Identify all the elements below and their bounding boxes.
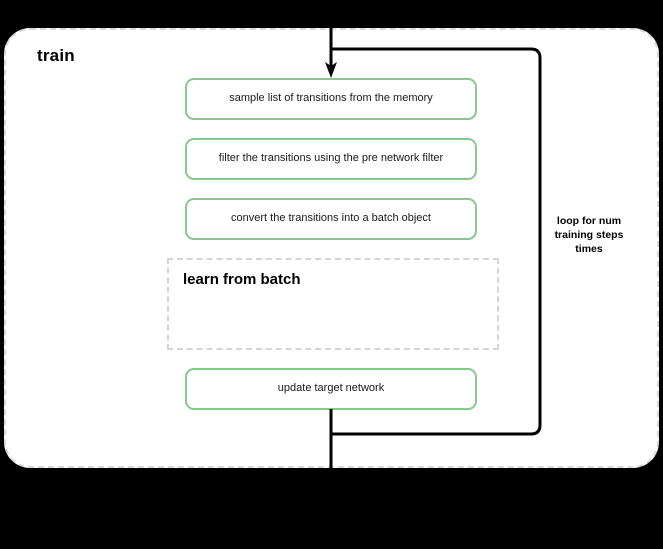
- process-box-sample[interactable]: sample list of transitions from the memo…: [185, 78, 477, 120]
- process-box-sample-label: sample list of transitions from the memo…: [229, 92, 433, 105]
- loop-annotation-label: loop for num training steps times: [554, 215, 624, 255]
- process-box-filter[interactable]: filter the transitions using the pre net…: [185, 138, 477, 180]
- page-title: train: [37, 46, 75, 65]
- learn-from-batch-group[interactable]: learn from batch: [167, 258, 499, 350]
- process-box-convert[interactable]: convert the transitions into a batch obj…: [185, 198, 477, 240]
- process-box-update-target-network-label: update target network: [277, 382, 385, 395]
- process-box-convert-label: convert the transitions into a batch obj…: [231, 212, 431, 225]
- learn-from-batch-group-label: learn from batch: [183, 271, 301, 288]
- process-box-filter-label: filter the transitions using the pre net…: [218, 152, 444, 165]
- process-box-update-target-network[interactable]: update target network: [185, 368, 477, 410]
